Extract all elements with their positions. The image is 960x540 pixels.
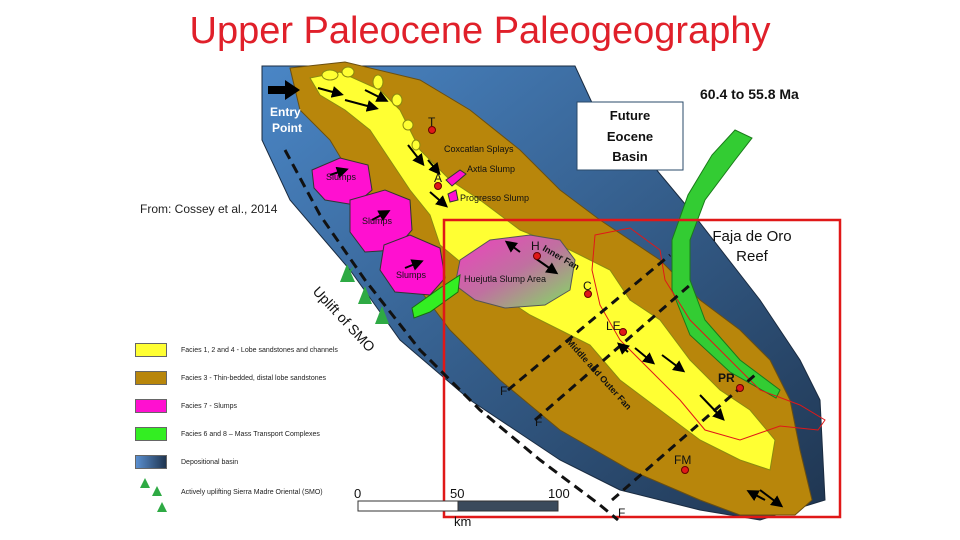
- scale-unit: km: [454, 514, 472, 529]
- axtla-slump: [445, 169, 467, 187]
- progresso-label: Progresso Slump: [460, 193, 529, 203]
- legend-swatch-thin-bedded: [135, 371, 167, 385]
- well-label-a: A: [434, 171, 442, 185]
- scale-bar-white: [357, 500, 459, 512]
- legend-item-lobe: Facies 1, 2 and 4 - Lobe sandstones and …: [135, 342, 338, 358]
- entry-point-label-1: Entry: [270, 105, 301, 119]
- legend-label-lobe: Facies 1, 2 and 4 - Lobe sandstones and …: [181, 346, 338, 354]
- well-label-h: H: [531, 239, 540, 253]
- coxcatlan-splays: [321, 66, 421, 151]
- reef-label-2: Reef: [736, 248, 769, 265]
- future-basin-label-2: Eocene: [607, 129, 653, 144]
- smo-uplift-triangles: [340, 264, 389, 324]
- scale-bar-dark: [457, 500, 559, 512]
- legend-item-basin: Depositional basin: [135, 454, 238, 470]
- progresso-slump: [447, 189, 459, 203]
- legend-item-mtc: Facies 6 and 8 – Mass Transport Complexe…: [135, 426, 320, 442]
- fault-lines: [507, 253, 756, 502]
- smo-thrust-front: [283, 149, 619, 522]
- legend-swatch-basin: [135, 455, 167, 469]
- slumps-label-2: Slumps: [362, 216, 393, 226]
- entry-point-label-2: Point: [272, 121, 302, 135]
- well-label-c: C: [583, 279, 592, 293]
- legend-item-thin-bedded: Facies 3 - Thin-bedded, distal lobe sand…: [135, 370, 326, 386]
- future-basin-label-1: Future: [610, 108, 650, 123]
- slumps-label-1: Slumps: [326, 172, 357, 182]
- source-citation: From: Cossey et al., 2014: [140, 202, 278, 216]
- scale-label-0: 0: [354, 486, 362, 501]
- future-basin-label-3: Basin: [612, 149, 647, 164]
- field-outline: [591, 227, 826, 441]
- coxcatlan-label: Coxcatlan Splays: [444, 144, 514, 154]
- entry-arrow-icon: [268, 80, 300, 100]
- huejutla-slump-area: [454, 234, 576, 309]
- legend-label-slumps: Facies 7 - Slumps: [181, 402, 238, 410]
- well-markers: [428, 126, 744, 474]
- legend-label-smo: Actively uplifting Sierra Madre Oriental…: [181, 488, 323, 496]
- legend-swatch-mtc: [135, 427, 167, 441]
- scale-label-50: 50: [450, 486, 465, 501]
- scale-label-100: 100: [548, 486, 570, 501]
- legend-item-slumps: Facies 7 - Slumps: [135, 398, 237, 414]
- faja-de-oro-reef: [671, 129, 781, 399]
- huejutla-label: Huejutla Slump Area: [464, 274, 546, 284]
- well-label-fm: FM: [674, 453, 691, 467]
- legend-label-mtc: Facies 6 and 8 – Mass Transport Complexe…: [181, 430, 320, 438]
- age-range: 60.4 to 55.8 Ma: [700, 86, 799, 102]
- well-label-t: T: [428, 115, 436, 129]
- fault-label-2: F: [535, 415, 542, 429]
- legend-item-smo: Actively uplifting Sierra Madre Oriental…: [181, 484, 323, 500]
- fault-label-3: F: [618, 506, 625, 520]
- legend-swatch-lobe: [135, 343, 167, 357]
- well-label-pr: PR: [718, 371, 735, 385]
- legend-swatch-slumps: [135, 399, 167, 413]
- axtla-label: Axtla Slump: [467, 164, 515, 174]
- legend-label-basin: Depositional basin: [181, 458, 239, 466]
- reef-label-1: Faja de Oro: [712, 228, 791, 245]
- page-title: Upper Paleocene Paleogeography: [189, 10, 771, 52]
- future-eocene-basin-box: [576, 101, 684, 171]
- slumps-label-3: Slumps: [396, 270, 427, 280]
- legend-triangles-icon: [140, 478, 167, 512]
- mass-transport-complex: [411, 273, 461, 319]
- flow-arrows: [317, 86, 784, 508]
- well-label-le: LE: [606, 319, 621, 333]
- legend-label-thin-bedded: Facies 3 - Thin-bedded, distal lobe sand…: [181, 374, 327, 382]
- study-area-box: [442, 218, 842, 519]
- fault-label-1: F: [500, 384, 507, 398]
